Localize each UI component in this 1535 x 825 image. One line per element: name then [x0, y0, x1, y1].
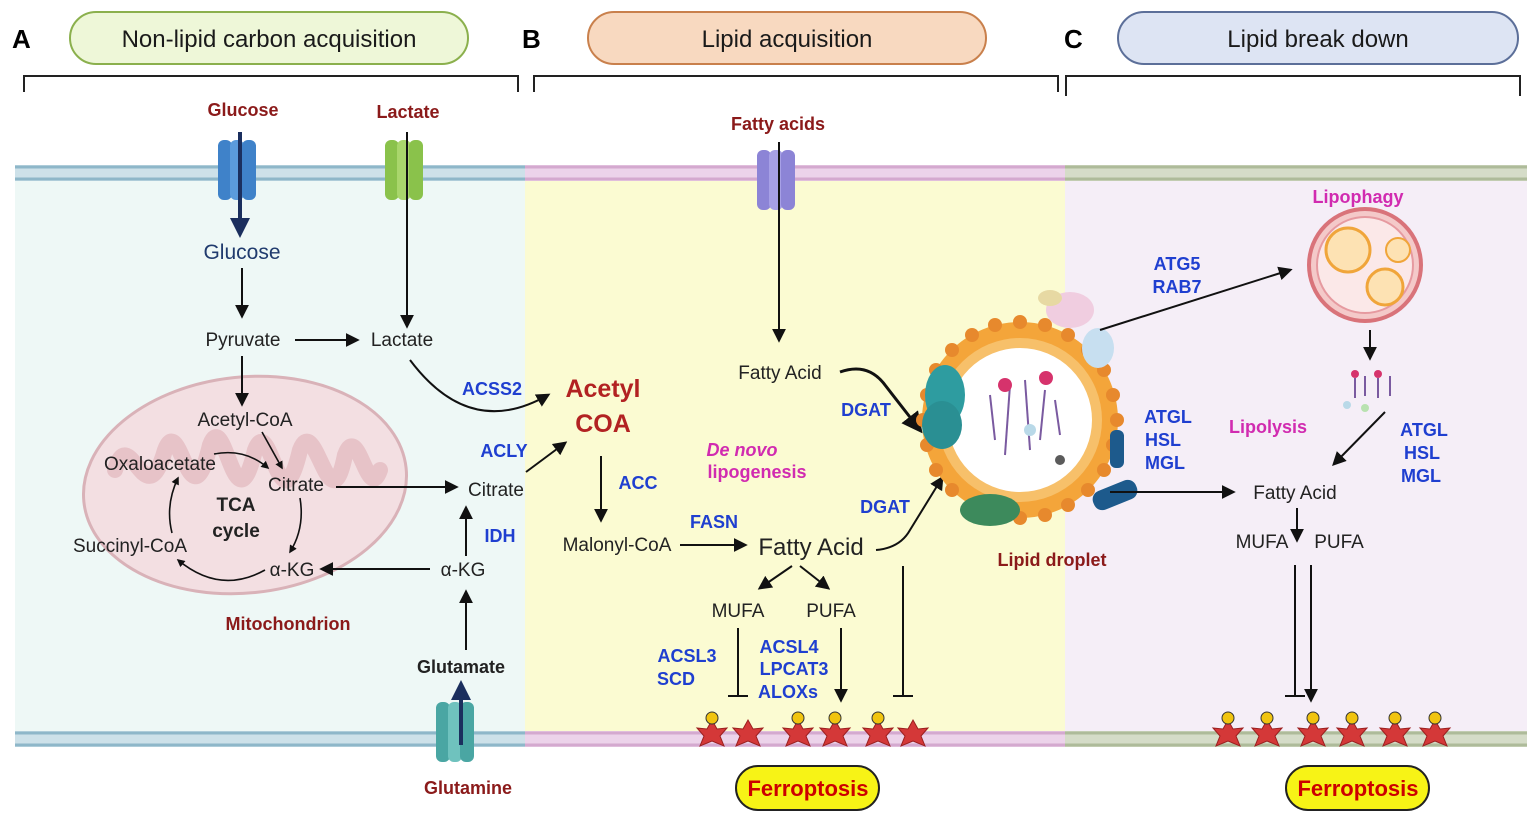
hsl-enzyme-1: HSL [1145, 430, 1181, 450]
tca-cycle-arrows [168, 431, 303, 582]
ferroptosis-badge-b [735, 765, 880, 811]
fatty-acid-c-label: Fatty Acid [1253, 483, 1336, 504]
lipogenesis-label: lipogenesis [707, 462, 806, 482]
fatty-acid-label: Fatty Acid [738, 363, 821, 384]
glucose-label: Glucose [203, 241, 280, 264]
mitochondrion-organelle [81, 374, 409, 596]
fatty-acid-denovo-label: Fatty Acid [758, 534, 863, 561]
panel-b-letter: B [522, 24, 541, 54]
panel-a-title: Non-lipid carbon acquisition [122, 26, 417, 53]
pufa-label: PUFA [806, 601, 856, 622]
ferroptosis-label-b: Ferroptosis [747, 776, 868, 801]
bottom-membrane [15, 731, 1527, 747]
lipophagy-to-fatty-acid-arrow [1332, 411, 1386, 466]
mgl-enzyme-2: MGL [1401, 466, 1441, 486]
panel-b-pill [587, 11, 987, 65]
released-lipids-icon [1343, 370, 1391, 412]
tca-cycle-label-2: cycle [212, 521, 260, 542]
panel-a-letter: A [12, 24, 31, 54]
glutamate-label: Glutamate [417, 657, 505, 677]
mufa-label: MUFA [712, 601, 765, 622]
mitochondrion-label: Mitochondrion [226, 614, 351, 634]
ferroptosis-badge-c [1285, 765, 1430, 811]
lactate-transporter-icon [385, 140, 423, 200]
panel-c-letter: C [1064, 24, 1083, 54]
glucose-extracellular: Glucose [207, 100, 278, 120]
mufa-c-label: MUFA [1236, 532, 1289, 553]
fatty-acid-to-droplet-arrow [839, 367, 923, 434]
glutamine-extracellular: Glutamine [424, 778, 512, 798]
lipid-droplet-label: Lipid droplet [998, 550, 1107, 570]
acsl3-enzyme: ACSL3 [657, 646, 716, 666]
glucose-transporter-icon [218, 140, 256, 200]
fasn-enzyme: FASN [690, 512, 738, 532]
atg5-enzyme: ATG5 [1154, 254, 1201, 274]
citrate-to-acetylcoa-arrow [525, 441, 568, 473]
succinyl-coa-label: Succinyl-CoA [73, 536, 187, 557]
mufa-c-inhibit-line [1285, 565, 1305, 697]
rab7-enzyme: RAB7 [1152, 277, 1201, 297]
atgl-enzyme-1: ATGL [1144, 407, 1192, 427]
hsl-enzyme-2: HSL [1404, 443, 1440, 463]
droplet-to-lipophagy-arrow [1099, 266, 1293, 331]
acetyl-coa-label-2: COA [575, 410, 631, 438]
idh-enzyme: IDH [485, 526, 516, 546]
akg-mito-label: α-KG [270, 560, 315, 581]
lpcat3-enzyme: LPCAT3 [760, 659, 829, 679]
panel-b-title: Lipid acquisition [702, 26, 873, 53]
citrate-label: Citrate [468, 480, 524, 501]
de-novo-label: De novo [706, 440, 777, 460]
dgat-enzyme-2: DGAT [860, 497, 910, 517]
acly-enzyme: ACLY [480, 441, 527, 461]
ferroptosis-stars-c [1211, 718, 1452, 747]
radiation-icons-b [705, 711, 885, 725]
fatty-acids-extracellular: Fatty acids [731, 114, 825, 134]
ferroptosis-label-c: Ferroptosis [1297, 776, 1418, 801]
panel-a-pill [69, 11, 469, 65]
autophagosome-icon [1307, 207, 1423, 323]
acetyl-coa-mito-label: Acetyl-CoA [197, 410, 292, 431]
lactate-label: Lactate [371, 330, 433, 351]
radiation-icons-c [1221, 711, 1442, 725]
akg-label: α-KG [441, 560, 486, 581]
lipophagy-label: Lipophagy [1313, 187, 1404, 207]
droplet-inhibit-line [893, 566, 913, 697]
oxaloacetate-label: Oxaloacetate [104, 454, 216, 475]
fa-to-mufa-arrow [757, 565, 793, 590]
mufa-inhibit-line [728, 628, 748, 697]
acsl4-enzyme: ACSL4 [759, 637, 818, 657]
acc-enzyme: ACC [619, 473, 658, 493]
atgl-enzyme-2: ATGL [1400, 420, 1448, 440]
lactate-extracellular: Lactate [376, 102, 439, 122]
ferroptosis-stars-b [695, 718, 930, 747]
citrate-mito-label: Citrate [268, 475, 324, 496]
denovo-to-droplet-arrow [875, 475, 944, 551]
panel-c-title: Lipid break down [1227, 26, 1408, 53]
fatty-acid-transporter-icon [757, 150, 795, 210]
pufa-c-label: PUFA [1314, 532, 1364, 553]
tca-cycle-label-1: TCA [216, 495, 255, 516]
pyruvate-label: Pyruvate [206, 330, 281, 351]
fa-to-pufa-arrow [799, 565, 831, 590]
lipid-droplet-icon [916, 290, 1138, 526]
aloxs-enzyme: ALOXs [758, 682, 818, 702]
scd-enzyme: SCD [657, 669, 695, 689]
acss2-enzyme: ACSS2 [462, 379, 522, 399]
panel-c-pill [1117, 11, 1519, 65]
acetyl-coa-label-1: Acetyl [565, 375, 640, 403]
mgl-enzyme-1: MGL [1145, 453, 1185, 473]
lipolysis-label: Lipolysis [1229, 417, 1307, 437]
dgat-enzyme-1: DGAT [841, 400, 891, 420]
lactate-to-acetylcoa-arrow [409, 359, 551, 413]
panel-brackets [23, 75, 1521, 96]
malonyl-coa-label: Malonyl-CoA [563, 535, 672, 556]
glutamine-transporter-icon [436, 702, 474, 762]
